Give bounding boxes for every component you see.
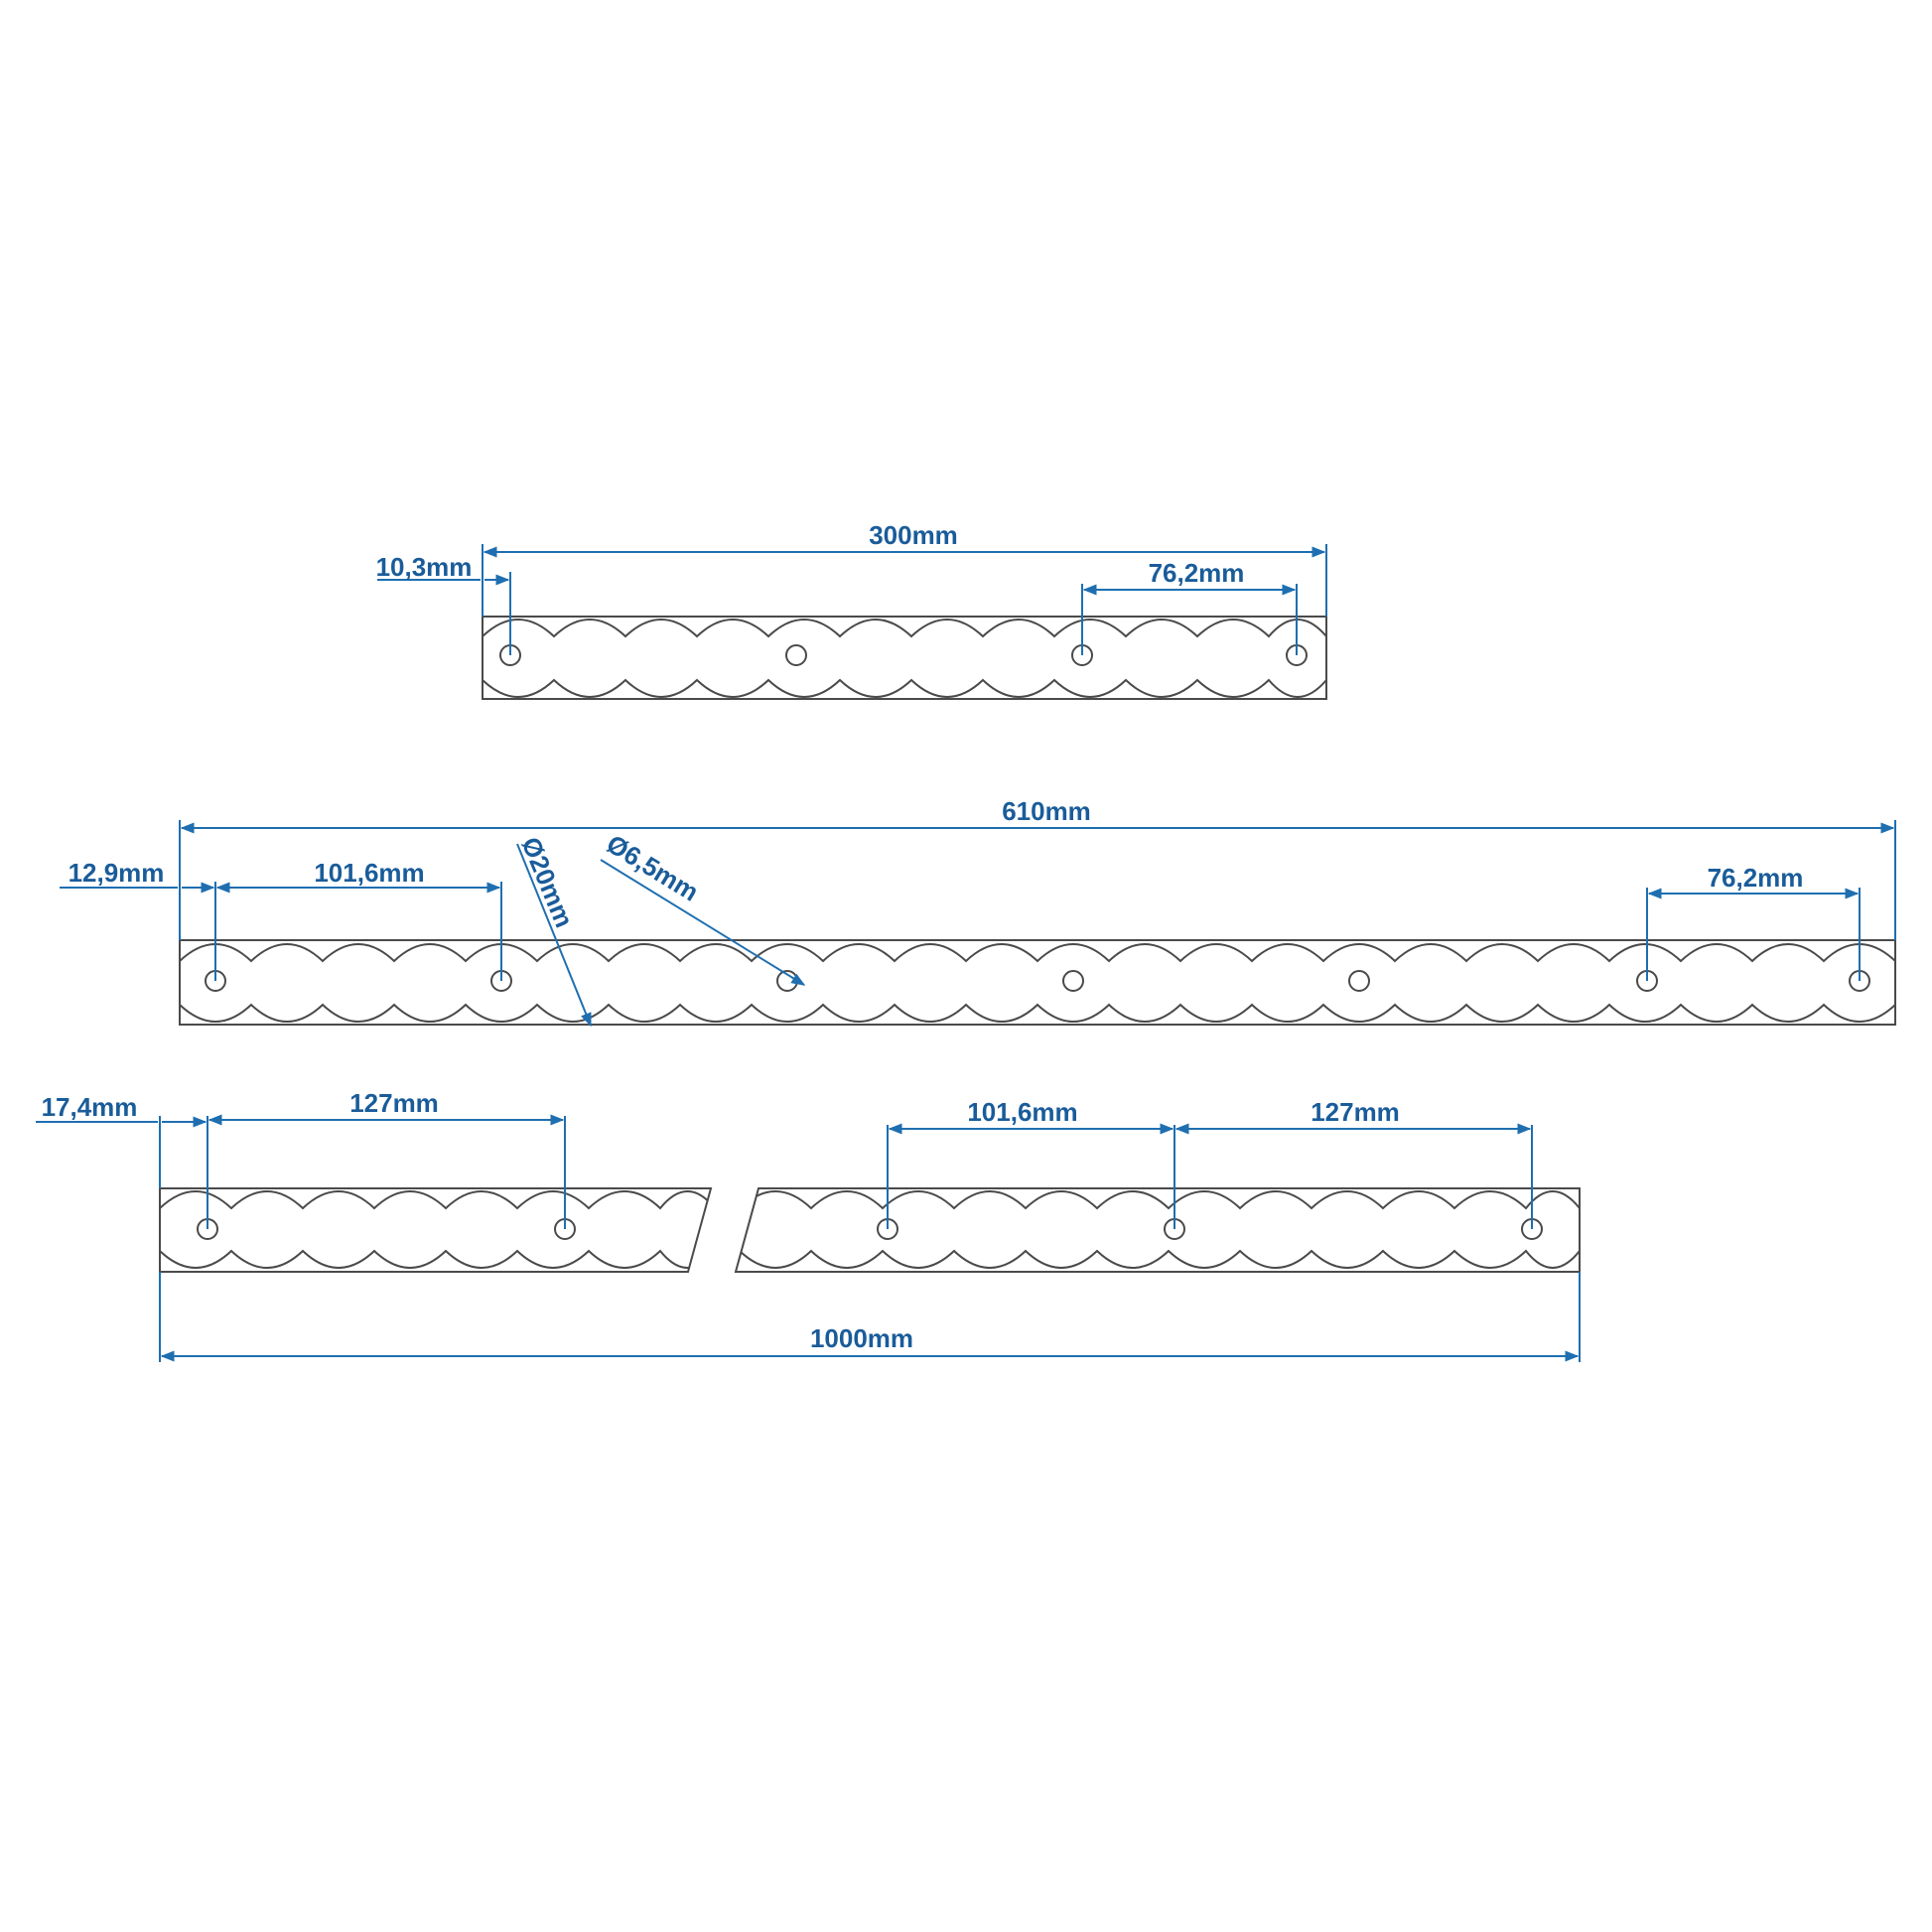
dim-610-end-offset-label: 12,9mm (69, 858, 165, 888)
dim-300-end-offset-label: 10,3mm (376, 552, 473, 582)
dim-1000-end-offset-label: 17,4mm (42, 1092, 138, 1122)
dim-300-length-label: 300mm (869, 520, 958, 550)
rail-610 (179, 939, 1896, 1026)
dim-610-spacing-label: 101,6mm (314, 858, 424, 888)
rail-610-wave-bottom (179, 1003, 1896, 1023)
rail-300-dimensions: 300mm 10,3mm 76,2mm (376, 520, 1327, 655)
rail-1000 (159, 1187, 1581, 1273)
dim-1000-spacing-mid-label: 101,6mm (967, 1097, 1077, 1127)
rail-300-outline (482, 616, 1327, 700)
rail-1000-right-wave-bottom (739, 1249, 1580, 1269)
mounting-hole (1062, 970, 1084, 992)
dim-300-pitch-label: 76,2mm (1149, 558, 1245, 588)
rail-300-wave-top (482, 619, 1327, 638)
mounting-hole (785, 644, 807, 666)
dim-610-slot-diameter-leader (516, 843, 592, 1028)
dim-610-pitch-label: 76,2mm (1708, 863, 1804, 893)
dim-610-slot-diameter-label: Ø20mm (515, 833, 579, 932)
dim-1000-spacing-right-label: 127mm (1311, 1097, 1400, 1127)
rail-610-holes (205, 970, 1870, 992)
rail-610-outline (179, 939, 1896, 1026)
rail-610-wave-top (179, 943, 1896, 963)
rail-1000-left-wave-top (160, 1190, 711, 1210)
dim-610-hole-diameter-leader (600, 859, 806, 986)
rail-300-holes (499, 644, 1308, 666)
rail-1000-dimensions: 17,4mm 127mm 101,6mm 127mm 1000mm (36, 1088, 1581, 1362)
rail-300 (482, 616, 1327, 700)
dim-610-hole-diameter-label: Ø6,5mm (602, 829, 704, 907)
rail-300-wave-bottom (482, 678, 1327, 698)
rail-1000-left-wave-bottom (160, 1249, 711, 1269)
dim-1000-spacing-left-label: 127mm (349, 1088, 439, 1118)
mounting-hole (1348, 970, 1370, 992)
rail-1000-right-wave-top (739, 1190, 1580, 1210)
rail-1000-left-outline (159, 1187, 713, 1273)
dim-1000-length-label: 1000mm (810, 1323, 913, 1353)
rail-1000-holes (197, 1218, 1543, 1240)
rail-610-dimensions: 610mm 12,9mm 101,6mm 76,2mm Ø20mm Ø6,5mm (60, 796, 1896, 1028)
dim-610-length-label: 610mm (1002, 796, 1091, 826)
